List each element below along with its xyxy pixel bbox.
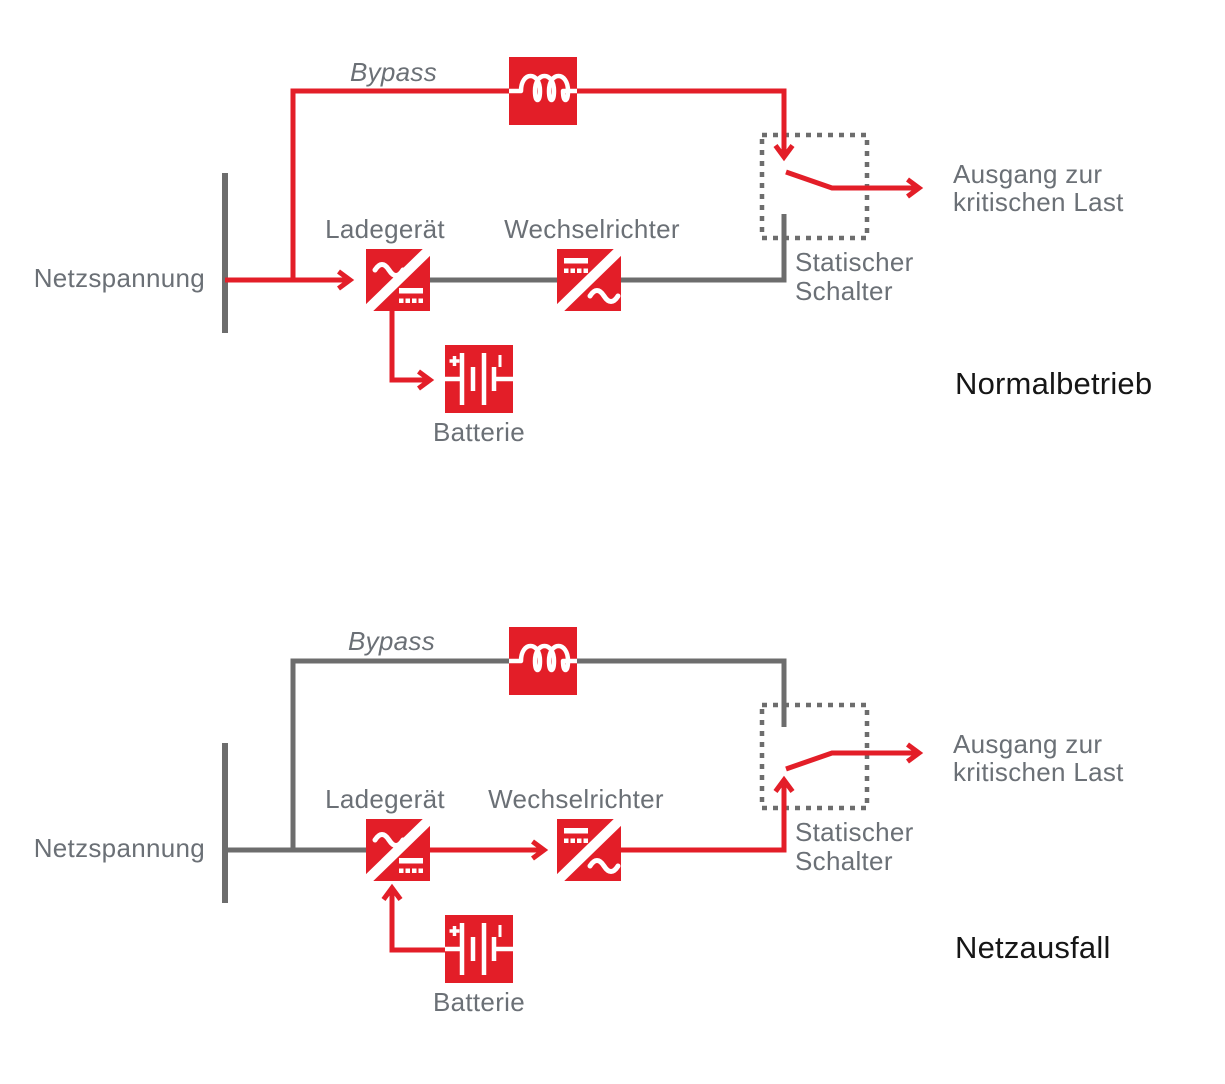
bypass-to-switch-line-active	[577, 88, 795, 162]
inverter-label: Wechselrichter	[504, 214, 680, 244]
inverter-to-switch-line-inactive	[621, 214, 787, 283]
switch-blade-and-output-arrow	[785, 169, 924, 199]
charger-to-battery-line-active	[389, 311, 435, 391]
inverter-icon	[554, 816, 624, 884]
inverter-icon	[554, 246, 624, 314]
charger-label: Ladegerät	[325, 214, 445, 244]
static-switch-label-line1: Statischer	[795, 817, 914, 847]
mains-label: Netzspannung	[34, 263, 205, 293]
bypass-to-switch-line-inactive	[577, 658, 787, 727]
charger-icon	[363, 816, 433, 884]
battery-icon	[445, 915, 513, 983]
battery-label: Batterie	[433, 987, 525, 1017]
switch-blade-and-output-arrow	[785, 742, 924, 772]
diagram-normal-operation: Bypass Ladegerät Wechselrichter Netzspan…	[34, 57, 1152, 447]
inductor-icon	[509, 57, 577, 125]
charger-label: Ladegerät	[325, 784, 445, 814]
bypass-label: Bypass	[350, 57, 437, 87]
battery-label: Batterie	[433, 417, 525, 447]
charger-icon	[363, 246, 433, 314]
bypass-label: Bypass	[348, 626, 435, 656]
diagram-title-mains-failure: Netzausfall	[955, 930, 1111, 965]
output-label-line2: kritischen Last	[953, 187, 1124, 217]
output-label-line2: kritischen Last	[953, 757, 1124, 787]
output-label-line1: Ausgang zur	[953, 729, 1102, 759]
diagram-title-normal-operation: Normalbetrieb	[955, 366, 1152, 401]
static-switch-label-line2: Schalter	[795, 276, 893, 306]
inverter-to-switch-line-active	[621, 775, 795, 853]
inductor-icon	[509, 627, 577, 695]
inverter-label: Wechselrichter	[488, 784, 664, 814]
battery-icon	[445, 345, 513, 413]
diagram-mains-failure: Bypass Ladegerät Wechselrichter Netzspan…	[34, 626, 1124, 1017]
static-switch-box	[759, 702, 870, 811]
output-label-line1: Ausgang zur	[953, 159, 1102, 189]
battery-to-charger-line-active	[381, 883, 445, 953]
bypass-riser-line-active	[290, 88, 509, 280]
static-switch-label-line2: Schalter	[795, 846, 893, 876]
static-switch-label-line1: Statischer	[795, 247, 914, 277]
mains-label: Netzspannung	[34, 833, 205, 863]
bypass-riser-line-inactive	[290, 658, 509, 850]
